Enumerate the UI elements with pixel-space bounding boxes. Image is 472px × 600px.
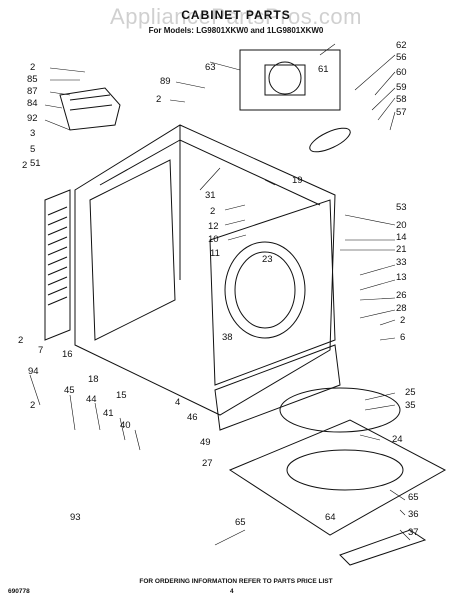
callout: 65 <box>408 492 419 503</box>
callout: 62 <box>396 40 407 51</box>
callout: 65 <box>235 517 246 528</box>
watermark: AppliancePartsPros.com <box>110 4 362 29</box>
motor-assembly <box>239 49 341 111</box>
callout: 92 <box>27 113 38 124</box>
part-callouts: 2 85 87 84 92 3 5 51 2 89 2 63 61 62 56 … <box>18 40 419 538</box>
callout: 2 <box>30 62 35 73</box>
callout: 12 <box>208 221 219 232</box>
callout: 14 <box>396 232 407 243</box>
callout: 60 <box>396 67 407 78</box>
callout: 3 <box>30 128 35 139</box>
callout: 51 <box>30 158 41 169</box>
callout: 57 <box>396 107 407 118</box>
callout: 59 <box>396 82 407 93</box>
callout: 26 <box>396 290 407 301</box>
page-title: CABINET PARTS <box>181 8 291 22</box>
model-numbers: For Models: LG9801XKW0 and 1LG9801XKW0 <box>148 26 324 35</box>
callout: 18 <box>88 374 99 385</box>
drive-belt <box>309 127 351 153</box>
toe-panel <box>214 344 341 431</box>
callout: 16 <box>62 349 73 360</box>
cabinet-body <box>74 124 336 416</box>
callout: 28 <box>396 303 407 314</box>
callout: 40 <box>120 420 131 431</box>
callout: 63 <box>205 62 216 73</box>
callout: 56 <box>396 52 407 63</box>
callout: 93 <box>70 512 81 523</box>
callout: 85 <box>27 74 38 85</box>
callout: 7 <box>38 345 43 356</box>
callout: 6 <box>400 332 405 343</box>
callout: 38 <box>222 332 233 343</box>
callout: 23 <box>262 254 273 265</box>
callout: 31 <box>205 190 216 201</box>
ordering-note: FOR ORDERING INFORMATION REFER TO PARTS … <box>139 578 333 585</box>
side-panel <box>44 189 71 341</box>
callout: 21 <box>396 244 407 255</box>
callout: 64 <box>325 512 336 523</box>
callout: 53 <box>396 202 407 213</box>
callout: 46 <box>187 412 198 423</box>
callout: 20 <box>396 220 407 231</box>
callout: 2 <box>210 206 215 217</box>
callout: 2 <box>400 315 405 326</box>
callout: 61 <box>318 64 329 75</box>
callout: 87 <box>27 86 38 97</box>
callout: 36 <box>408 509 419 520</box>
callout: 2 <box>30 400 35 411</box>
callout: 94 <box>28 366 39 377</box>
callout: 5 <box>30 144 35 155</box>
callout: 19 <box>292 175 303 186</box>
callout: 13 <box>396 272 407 283</box>
callout: 10 <box>208 234 219 245</box>
callout: 44 <box>86 394 97 405</box>
callout: 89 <box>160 76 171 87</box>
callout: 27 <box>202 458 213 469</box>
document-number: 690778 <box>8 588 30 595</box>
control-bracket <box>59 87 121 131</box>
page-number: 4 <box>230 588 234 595</box>
callout: 24 <box>392 434 403 445</box>
front-panel <box>209 199 336 386</box>
callout: 2 <box>22 160 27 171</box>
callout: 84 <box>27 98 38 109</box>
callout: 25 <box>405 387 416 398</box>
callout: 4 <box>175 397 180 408</box>
callout: 33 <box>396 257 407 268</box>
callout: 15 <box>116 390 127 401</box>
base-assembly <box>228 387 447 566</box>
callout: 49 <box>200 437 211 448</box>
callout: 41 <box>103 408 114 419</box>
callout: 2 <box>18 335 23 346</box>
callout: 11 <box>210 248 220 259</box>
callout: 35 <box>405 400 416 411</box>
callout: 37 <box>408 527 419 538</box>
callout: 58 <box>396 94 407 105</box>
callout: 45 <box>64 385 75 396</box>
callout: 2 <box>156 94 161 105</box>
